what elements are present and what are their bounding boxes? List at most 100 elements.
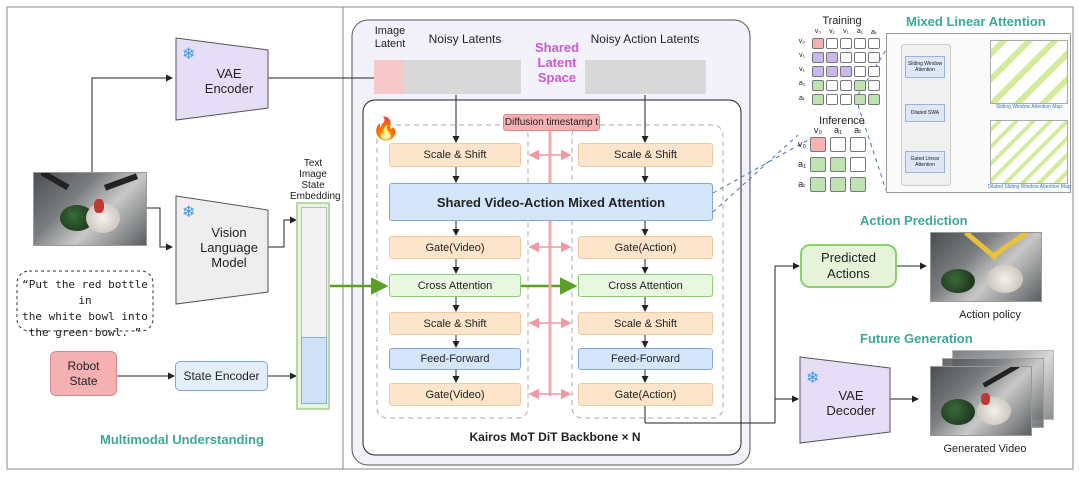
timestep-box: Diffusion timestamp t: [503, 114, 600, 131]
feed-forward-action: Feed-Forward: [578, 348, 713, 370]
mask-cell: [826, 52, 838, 63]
mixed-linear-attention-inset: Sliding Window Attention Dilated SWA Gat…: [886, 33, 1071, 193]
train-col-label: v₁: [829, 28, 835, 35]
mask-cell: [854, 52, 866, 63]
inset-map2-label: Dilated Sliding Window Attention Map: [987, 184, 1071, 190]
cross-attention-video: Cross Attention: [389, 274, 521, 297]
inf-col-label: v₀: [813, 125, 823, 135]
train-col-label: aₜ: [871, 29, 877, 36]
mask-cell: [850, 157, 866, 172]
inf-col-label: aₜ: [854, 125, 862, 135]
cross-attention-action: Cross Attention: [578, 274, 713, 297]
embedding-column: [296, 202, 330, 410]
generated-video-image: [930, 366, 1032, 436]
mask-cell: [830, 177, 846, 192]
train-col-label: v₀: [814, 28, 822, 35]
action-policy-image: [930, 232, 1042, 302]
scale-shift-action-2: Scale & Shift: [578, 312, 713, 335]
snowflake-icon: ❄: [182, 204, 196, 221]
mask-cell: [854, 38, 866, 49]
train-col-label: v₁: [843, 28, 849, 35]
gate-action-2: Gate(Action): [578, 383, 713, 406]
mask-cell: [810, 157, 826, 172]
future-generation-title: Future Generation: [860, 331, 973, 346]
training-label: Training: [822, 15, 862, 27]
inset-block-1: Sliding Window Attention: [905, 56, 945, 78]
mask-cell: [826, 94, 838, 105]
mask-cell: [850, 137, 866, 152]
train-row-label: aₜ: [799, 95, 805, 102]
inference-label: Inference: [819, 115, 865, 127]
backbone-label: Kairos MoT DiT Backbone × N: [469, 430, 641, 444]
scale-shift-action-1: Scale & Shift: [578, 143, 713, 167]
mask-cell: [868, 94, 880, 105]
scale-shift-video-1: Scale & Shift: [389, 143, 521, 167]
mask-cell: [812, 66, 824, 77]
mask-cell: [868, 66, 880, 77]
mask-cell: [850, 177, 866, 192]
feed-forward-video: Feed-Forward: [389, 348, 521, 370]
image-latent-token: [374, 60, 404, 94]
mask-cell: [826, 66, 838, 77]
mixed-linear-title: Mixed Linear Attention: [906, 14, 1046, 29]
mask-cell: [840, 66, 852, 77]
mask-cell: [810, 177, 826, 192]
scale-shift-video-2: Scale & Shift: [389, 312, 521, 335]
mask-cell: [812, 80, 824, 91]
outer-frame: [6, 6, 1074, 470]
video-branch-frame: [376, 124, 529, 419]
gate-action-1: Gate(Action): [578, 236, 713, 259]
mask-cell: [812, 94, 824, 105]
snowflake-icon: ❄: [182, 46, 196, 63]
mask-cell: [840, 38, 852, 49]
noisy-action-latents-token: [585, 60, 706, 94]
action-prediction-title: Action Prediction: [860, 213, 968, 228]
inf-row-label: v₀: [797, 139, 807, 149]
train-row-label: v₀: [798, 38, 806, 45]
snowflake-icon: ❄: [806, 370, 820, 387]
action-policy-label: Action policy: [959, 309, 1021, 321]
train-row-label: v₁: [799, 66, 805, 73]
mask-cell: [810, 137, 826, 152]
text-image-embedding: [301, 207, 327, 339]
gate-video-1: Gate(Video): [389, 236, 521, 259]
mask-cell: [812, 38, 824, 49]
multimodal-title: Multimodal Understanding: [100, 432, 264, 447]
mask-cell: [812, 52, 824, 63]
mask-cell: [840, 94, 852, 105]
mask-cell: [840, 80, 852, 91]
mask-cell: [826, 38, 838, 49]
sliding-window-map: [990, 40, 1068, 104]
mask-cell: [830, 157, 846, 172]
action-branch-frame: [571, 124, 724, 419]
inset-block-3: Gated Linear Attention: [905, 151, 945, 173]
training-mask-grid: v₀ v₁ v₁ a₁ aₜ v₀ v₁ v₁ a₁ aₜ: [796, 28, 886, 110]
inf-row-label: aₜ: [798, 179, 806, 189]
inset-block-2: Dilated SWA: [905, 104, 945, 122]
train-row-label: v₁: [799, 52, 805, 59]
mask-cell: [854, 66, 866, 77]
mixed-attention-box: Shared Video-Action Mixed Attention: [389, 183, 713, 221]
fire-icon: 🔥: [372, 116, 400, 141]
train-row-label: a₁: [798, 80, 806, 87]
mask-cell: [840, 52, 852, 63]
inset-map1-label: Sliding Window Attention Map: [995, 104, 1063, 110]
mask-cell: [868, 38, 880, 49]
dilated-window-map: [990, 120, 1068, 184]
mask-cell: [826, 80, 838, 91]
noisy-latents-token: [404, 60, 521, 94]
noisy-latents-label: Noisy Latents: [428, 32, 502, 46]
train-col-label: a₁: [856, 28, 864, 35]
mask-cell: [830, 137, 846, 152]
state-embedding: [301, 337, 327, 404]
